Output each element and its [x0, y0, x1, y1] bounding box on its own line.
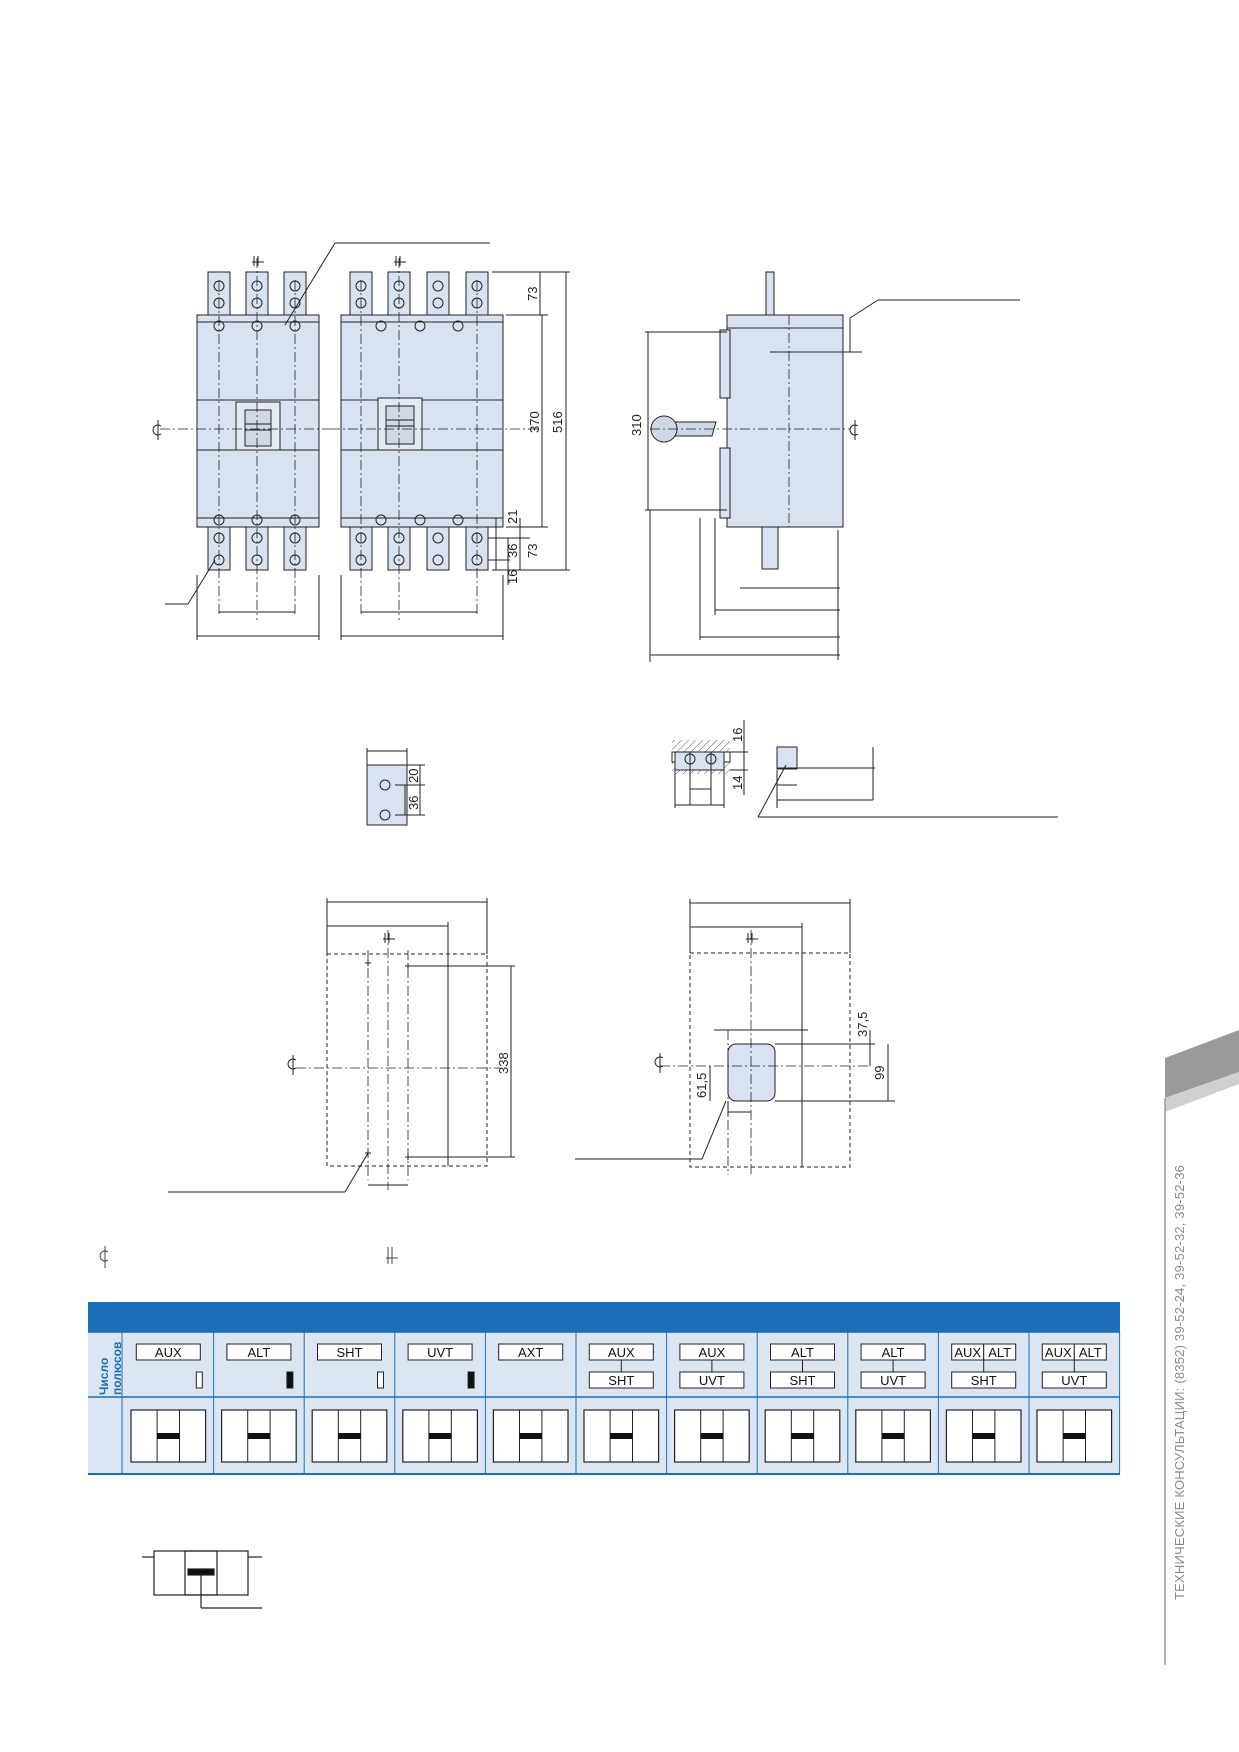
dim-14: 14 [730, 776, 745, 790]
front-view-dimensions: 73 370 516 21 36 73 16 [505, 287, 565, 584]
dim-99: 99 [872, 1066, 887, 1080]
table-col-8: ALT SHT [764, 1343, 841, 1463]
table-col-11: AUX ALT UVT [1036, 1343, 1113, 1463]
terminal-detail [366, 748, 425, 826]
col-top-label: UVT [427, 1345, 453, 1360]
dim-73-top: 73 [525, 287, 540, 301]
terminal-side-detail [671, 720, 1058, 818]
table-header-bar [88, 1302, 1120, 1332]
col-bottom-label: UVT [699, 1373, 725, 1388]
legend-diagram [142, 1550, 262, 1609]
front-view-4pole [330, 258, 570, 640]
side-view-dimensions: 310 [629, 414, 644, 436]
col-top-label: ALT [1079, 1345, 1102, 1360]
front-view-3pole [160, 242, 490, 640]
col-top-label: AUX [954, 1345, 981, 1360]
col-top-label: AUX [155, 1345, 182, 1360]
col-top-label: ALT [791, 1345, 814, 1360]
legend-symbols [99, 1246, 398, 1268]
col-top-label: SHT [337, 1345, 363, 1360]
col-bottom-label: UVT [1061, 1373, 1087, 1388]
cutout-template [575, 899, 895, 1175]
dim-338: 338 [496, 1052, 511, 1074]
dim-516: 516 [550, 411, 565, 433]
drilling-template [168, 898, 515, 1193]
dim-16-detail: 16 [730, 728, 745, 742]
row-label-poles: Числополюсов [97, 1342, 124, 1395]
table-col-4: UVT [402, 1343, 478, 1463]
col-bottom-label: SHT [971, 1373, 997, 1388]
accessory-marker [195, 1371, 203, 1389]
table-col-3: SHT [311, 1343, 388, 1463]
col-top-label: AUX [608, 1345, 635, 1360]
col-top-label: AUX [1045, 1345, 1072, 1360]
wiring-diagram [583, 1409, 660, 1463]
dim-37-5: 37,5 [855, 1012, 870, 1037]
dim-36: 36 [505, 544, 520, 558]
accessory-table: Числополюсов AUX ALT SHT UVT AXT AUX SHT AUX UVT… [88, 1302, 1121, 1475]
table-col-10: AUX ALT SHT [945, 1343, 1022, 1463]
table-col-2: ALT [221, 1343, 297, 1463]
centerline-symbols [152, 256, 859, 440]
col-top-label: ALT [247, 1345, 270, 1360]
col-bottom-label: UVT [880, 1373, 906, 1388]
accessory-marker [377, 1371, 384, 1389]
dim-36-detail: 36 [406, 796, 421, 810]
col-top-label: ALT [988, 1345, 1011, 1360]
accessory-marker [467, 1371, 475, 1389]
dim-21: 21 [505, 510, 520, 524]
col-bottom-label: SHT [608, 1373, 634, 1388]
table-col-7: AUX UVT [673, 1343, 750, 1463]
col-top-label: ALT [882, 1345, 905, 1360]
col-bottom-label: SHT [790, 1373, 816, 1388]
side-contact-text: ТЕХНИЧЕСКИЕ КОНСУЛЬТАЦИИ: (8352) 39-52-2… [1172, 1164, 1187, 1600]
table-col-9: ALT UVT [855, 1343, 931, 1463]
page-edge-decoration [1164, 1030, 1239, 1665]
dim-16: 16 [505, 570, 520, 584]
table-col-5: AXT [492, 1343, 569, 1463]
accessory-marker [286, 1371, 294, 1389]
wiring-diagram [402, 1409, 478, 1463]
dim-370: 370 [527, 411, 542, 433]
dim-20: 20 [406, 769, 421, 783]
table-col-1: AUX [130, 1343, 207, 1463]
dim-73-bottom: 73 [525, 544, 540, 558]
side-view [645, 271, 1020, 662]
table-col-6: AUX SHT [583, 1343, 660, 1463]
col-top-label: AUX [699, 1345, 726, 1360]
dim-310: 310 [629, 414, 644, 436]
dim-61-5: 61,5 [694, 1073, 709, 1098]
col-top-label: AXT [518, 1345, 543, 1360]
